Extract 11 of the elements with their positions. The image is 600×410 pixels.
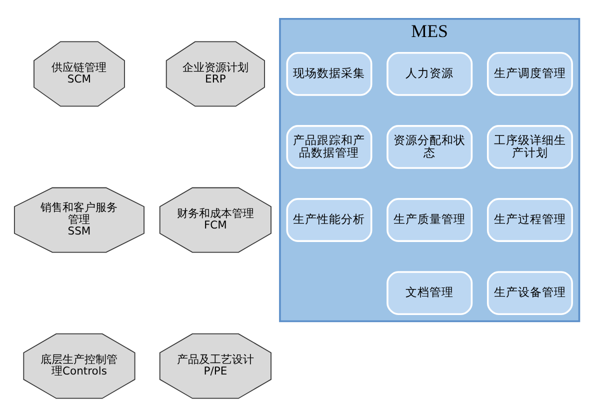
- node-box: 资源分配和状态: [386, 125, 472, 169]
- node-box: 工序级详细生产计划: [486, 125, 572, 169]
- node-box: 产品跟踪和产品数据管理: [286, 125, 372, 169]
- node-box: 人力资源: [386, 52, 472, 96]
- node-box: 生产调度管理: [486, 52, 572, 96]
- node-box: 现场数据采集: [286, 52, 372, 96]
- node-box: 文档管理: [386, 271, 472, 315]
- node-box: 生产设备管理: [486, 271, 572, 315]
- node-box: 生产质量管理: [386, 198, 472, 242]
- node-box: 生产性能分析: [286, 198, 372, 242]
- node-box: 生产过程管理: [486, 198, 572, 242]
